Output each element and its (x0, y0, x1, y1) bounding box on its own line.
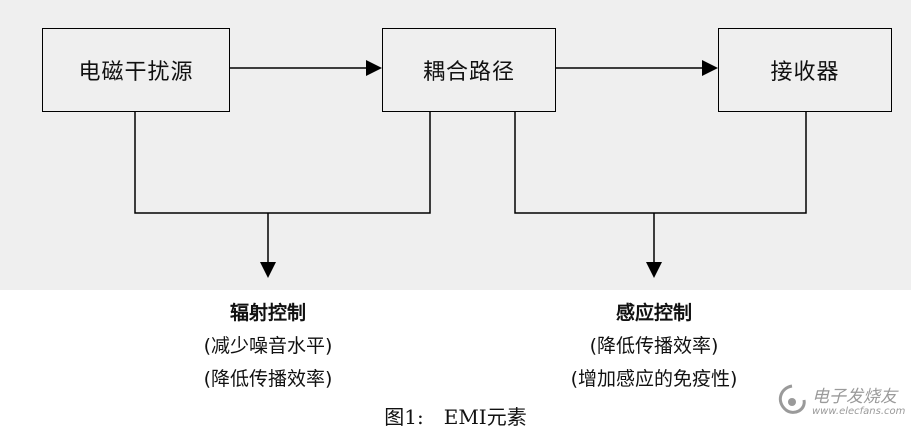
radiation-control-group: 辐射控制 (减少噪音水平) (降低传播效率) (138, 297, 398, 396)
inductive-control-group: 感应控制 (降低传播效率) (增加感应的免疫性) (504, 297, 804, 396)
watermark-logo: 电子发烧友 www.elecfans.com (772, 380, 908, 426)
inductive-control-item: (增加感应的免疫性) (570, 368, 738, 390)
figure-caption: 图1: EMI元素 (384, 405, 527, 429)
watermark-swirl-icon (778, 384, 806, 414)
watermark-name: 电子发烧友 (812, 387, 897, 407)
inductive-control-title: 感应控制 (615, 302, 692, 324)
node-receiver-label: 接收器 (770, 60, 840, 85)
left-drop-arrowhead (260, 262, 276, 278)
arrowhead-coupling-to-receiver (702, 60, 718, 76)
radiation-control-item: (降低传播效率) (203, 368, 333, 390)
node-emi-source: 电磁干扰源 (42, 28, 230, 112)
node-coupling-path: 耦合路径 (382, 28, 556, 112)
node-receiver: 接收器 (718, 28, 892, 112)
left-bracket (134, 112, 431, 214)
radiation-control-item: (减少噪音水平) (203, 335, 333, 357)
right-bracket (514, 112, 807, 214)
radiation-control-title: 辐射控制 (229, 302, 306, 324)
node-coupling-path-label: 耦合路径 (422, 60, 515, 85)
right-drop-arrowhead (646, 262, 662, 278)
arrowhead-source-to-coupling (366, 60, 382, 76)
inductive-control-item: (降低传播效率) (589, 335, 719, 357)
node-emi-source-label: 电磁干扰源 (78, 60, 194, 85)
watermark-url: www.elecfans.com (812, 406, 906, 417)
